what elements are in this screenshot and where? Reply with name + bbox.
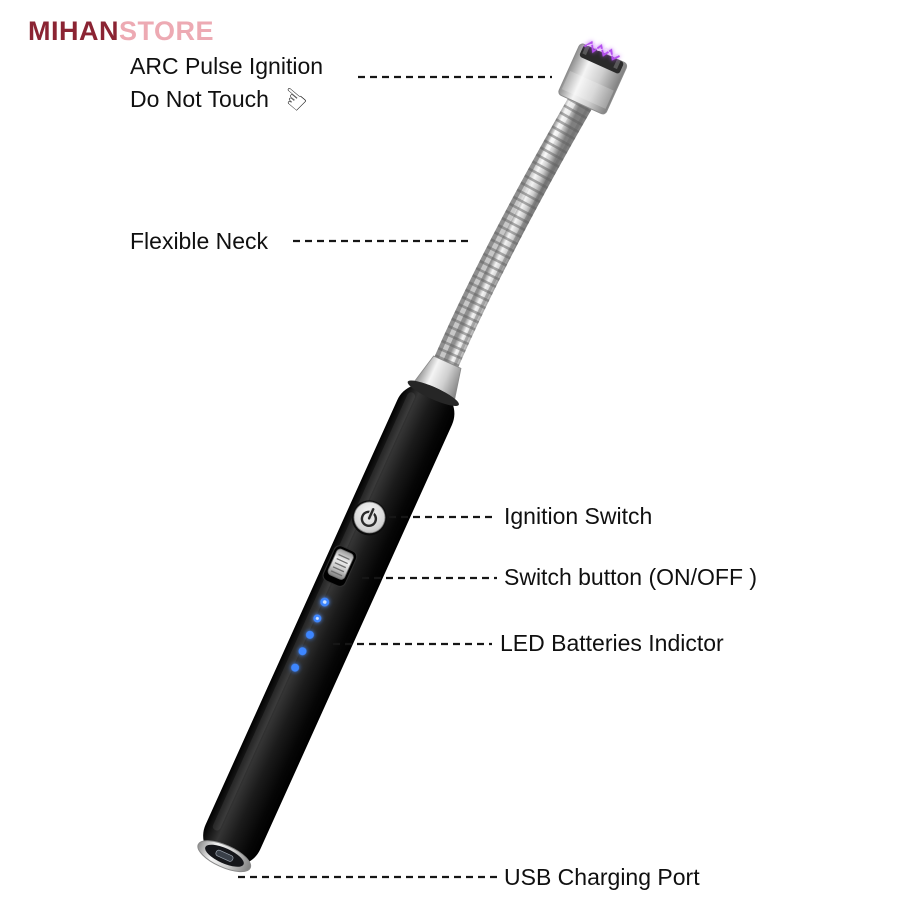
annotation-arc-line1: ARC Pulse Ignition (130, 53, 324, 79)
annotation-ignition-switch: Ignition Switch (504, 503, 653, 529)
annotation-flexible-neck: Flexible Neck (130, 228, 269, 254)
annotation-arc-line2-text: Do Not Touch (130, 86, 269, 112)
annotation-usb-port: USB Charging Port (504, 864, 700, 890)
usb-charging-port-graphic (197, 840, 252, 873)
power-icon (360, 507, 378, 528)
ignition-switch-graphic (351, 500, 387, 536)
store-logo-prefix: MIHAN (28, 16, 119, 46)
do-not-touch-hand-icon: ☜ (272, 78, 315, 121)
leader-lines (238, 75, 552, 879)
ignition-tip-graphic (558, 40, 628, 115)
flexible-neck-graphic (421, 85, 596, 405)
annotation-arc-line2: Do Not Touch☜ (130, 78, 323, 121)
annotation-switch-button: Switch button (ON/OFF ) (504, 564, 758, 590)
led-battery-indicator-graphic (291, 597, 330, 672)
handle-graphic (203, 380, 459, 866)
store-logo-suffix: STORE (119, 16, 215, 46)
annotation-arc-pulse-ignition: ARC Pulse Ignition Do Not Touch☜ (130, 51, 324, 121)
power-slider-graphic (322, 545, 358, 587)
usb-port-slot (215, 849, 234, 862)
store-logo: MIHANSTORE (28, 16, 214, 47)
annotation-led-indicator: LED Batteries Indictor (500, 630, 724, 656)
lighter-body (197, 40, 628, 873)
